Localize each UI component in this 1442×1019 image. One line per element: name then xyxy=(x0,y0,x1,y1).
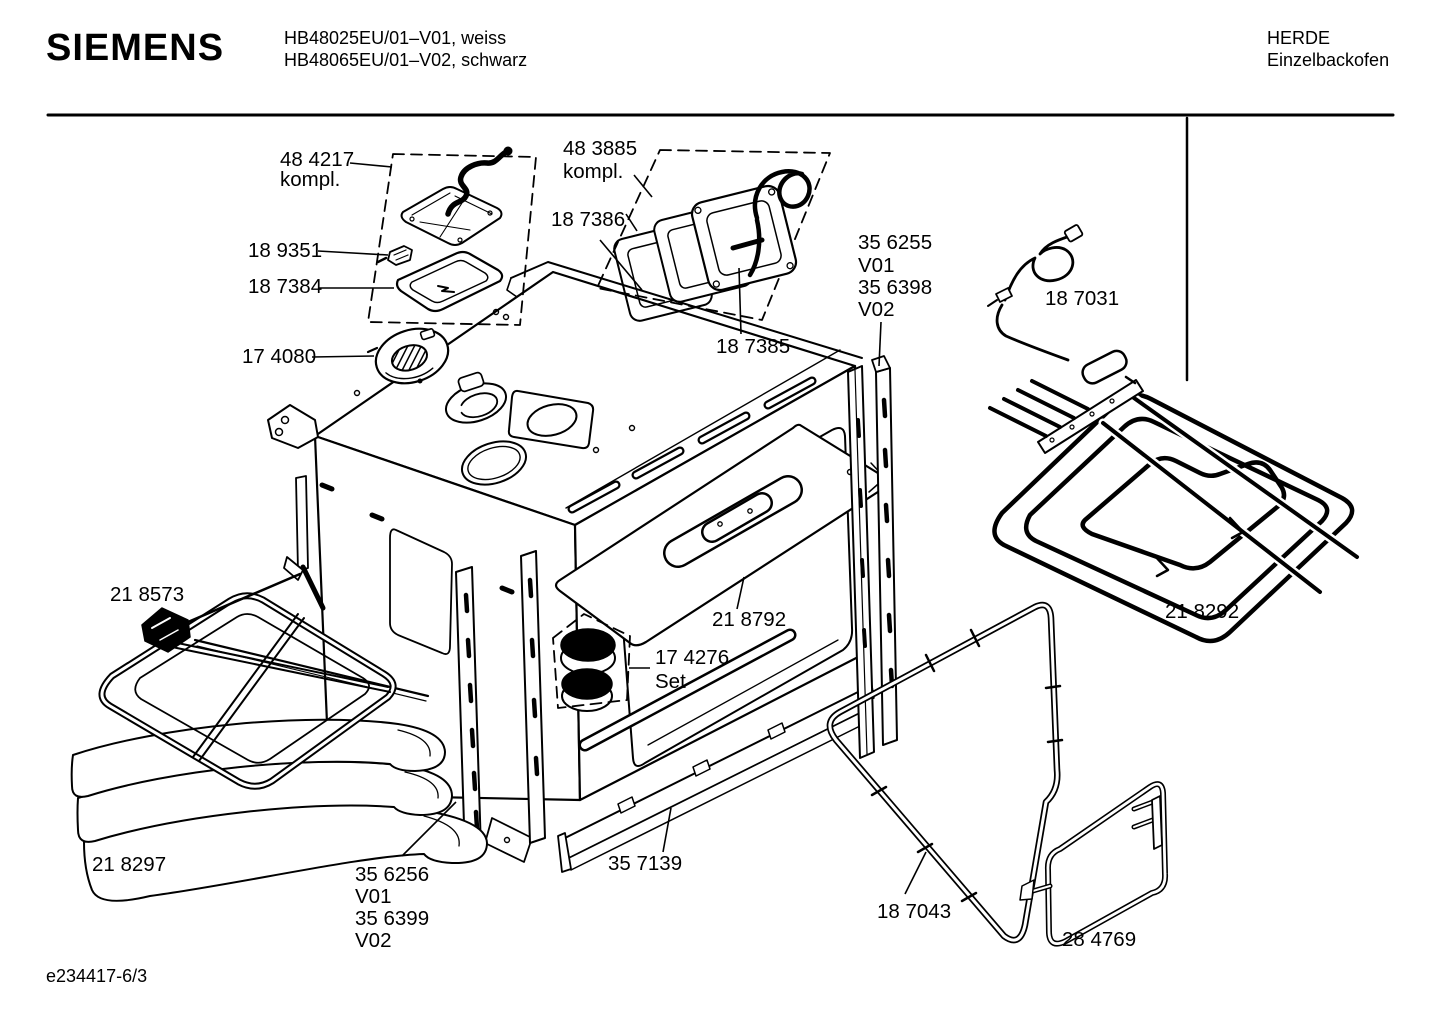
back-frame xyxy=(847,365,875,759)
panel-slot xyxy=(663,475,803,568)
frame-braces xyxy=(167,613,391,762)
label-174276: 17 4276 xyxy=(655,646,729,669)
label-187385: 18 7385 xyxy=(716,335,790,358)
sensor-capsule xyxy=(1081,349,1128,385)
label-218573: 21 8573 xyxy=(110,583,184,606)
gasket-clip-bar xyxy=(1151,795,1163,850)
bottom-rail xyxy=(557,685,875,873)
label-356255: 35 6255 xyxy=(858,231,932,254)
element-bracket xyxy=(1037,379,1144,454)
label-483885: 48 3885 xyxy=(563,137,637,160)
corner-bracket xyxy=(267,404,319,449)
element-leads xyxy=(988,379,1090,438)
leader-484217 xyxy=(349,162,393,168)
label-174080: 17 4080 xyxy=(242,345,316,368)
label-218297: 21 8297 xyxy=(92,853,166,876)
plug-189351 xyxy=(376,245,413,266)
curly-wire xyxy=(747,169,812,278)
door-gasket-small xyxy=(1019,784,1165,944)
front-emboss xyxy=(389,528,453,655)
part-labels: 48 4217 kompl. 18 9351 18 7384 17 4080 4… xyxy=(92,137,1239,952)
label-189351: 18 9351 xyxy=(248,239,322,262)
label-483885-kompl: kompl. xyxy=(563,160,623,183)
label-356398-v02: V02 xyxy=(858,298,894,321)
door-inner-frame xyxy=(102,572,430,786)
element-inner-loop xyxy=(1080,455,1287,571)
leader-174080 xyxy=(311,355,375,358)
label-187384: 18 7384 xyxy=(248,275,322,298)
label-356398: 35 6398 xyxy=(858,276,932,299)
leader-356255 xyxy=(878,321,882,367)
header: SIEMENS HB48025EU/01–V01, weiss HB48065E… xyxy=(46,27,1395,382)
leader-218792 xyxy=(736,576,745,610)
brand-logo: SIEMENS xyxy=(46,27,224,69)
burner-cutout-2 xyxy=(461,440,527,486)
exploded-diagram: 48 4217 kompl. 18 9351 18 7384 17 4080 4… xyxy=(70,137,1362,952)
model-line-2: HB48065EU/01–V02, schwarz xyxy=(284,50,527,70)
caps-dashed-box xyxy=(552,613,631,709)
leader-187043 xyxy=(904,851,927,895)
side-strip-356255 xyxy=(871,355,898,746)
label-218792: 21 8792 xyxy=(712,608,786,631)
lamp-frame-187385 xyxy=(690,184,798,292)
label-484217-kompl: kompl. xyxy=(280,168,340,191)
leader-187386 xyxy=(599,239,643,291)
temperature-sensor-cable xyxy=(987,224,1137,385)
leader-357139 xyxy=(662,807,672,853)
small-tab xyxy=(457,371,485,393)
label-357139: 35 7139 xyxy=(608,852,682,875)
label-218292: 21 8292 xyxy=(1165,600,1239,623)
grill-heating-element xyxy=(988,379,1362,644)
label-174276-set: Set xyxy=(655,670,686,693)
label-356255-v01: V01 xyxy=(858,254,894,277)
door-hinge xyxy=(141,572,302,653)
strip-bracket xyxy=(484,817,533,863)
leader-356256 xyxy=(401,801,457,857)
door-gasket-large xyxy=(830,605,1064,940)
hotplate-element xyxy=(366,327,450,385)
label-484217: 48 4217 xyxy=(280,148,354,171)
leader-187385 xyxy=(738,267,742,335)
vent-slots xyxy=(567,376,817,514)
kit-dashed-outline xyxy=(367,153,537,326)
tray-187384 xyxy=(395,250,504,313)
door-frame-inner xyxy=(134,613,370,764)
leader-483885 xyxy=(633,174,653,198)
front-rim xyxy=(565,349,841,509)
coiled-cable xyxy=(445,149,509,217)
label-356256: 35 6256 xyxy=(355,863,429,886)
category-line-2: Einzelbackofen xyxy=(1267,50,1389,70)
side-strip-inner xyxy=(520,550,546,844)
leader-483885b xyxy=(625,213,638,232)
handle-slot xyxy=(578,628,797,752)
burner-plate xyxy=(507,389,595,450)
label-356256-v01: V01 xyxy=(355,885,391,908)
label-284769: 28 4769 xyxy=(1062,928,1136,951)
kit-box-483885 xyxy=(596,149,831,322)
label-187031: 18 7031 xyxy=(1045,287,1119,310)
leader-189351 xyxy=(317,250,389,256)
knob-caps-set xyxy=(552,613,631,712)
label-356399-v02: V02 xyxy=(355,929,391,952)
label-187386: 18 7386 xyxy=(551,208,625,231)
rear-rim xyxy=(510,261,863,359)
label-356399: 35 6399 xyxy=(355,907,429,930)
category-line-1: HERDE xyxy=(1267,28,1330,48)
kit-box-484217 xyxy=(367,146,537,326)
gasket-ticks xyxy=(870,628,1064,903)
gasket-clip xyxy=(1019,879,1035,901)
leader-lines xyxy=(311,162,927,895)
document-number: e234417-6/3 xyxy=(46,966,147,986)
model-line-1: HB48025EU/01–V01, weiss xyxy=(284,28,506,48)
cover-plate xyxy=(400,186,503,246)
label-187043: 18 7043 xyxy=(877,900,951,923)
